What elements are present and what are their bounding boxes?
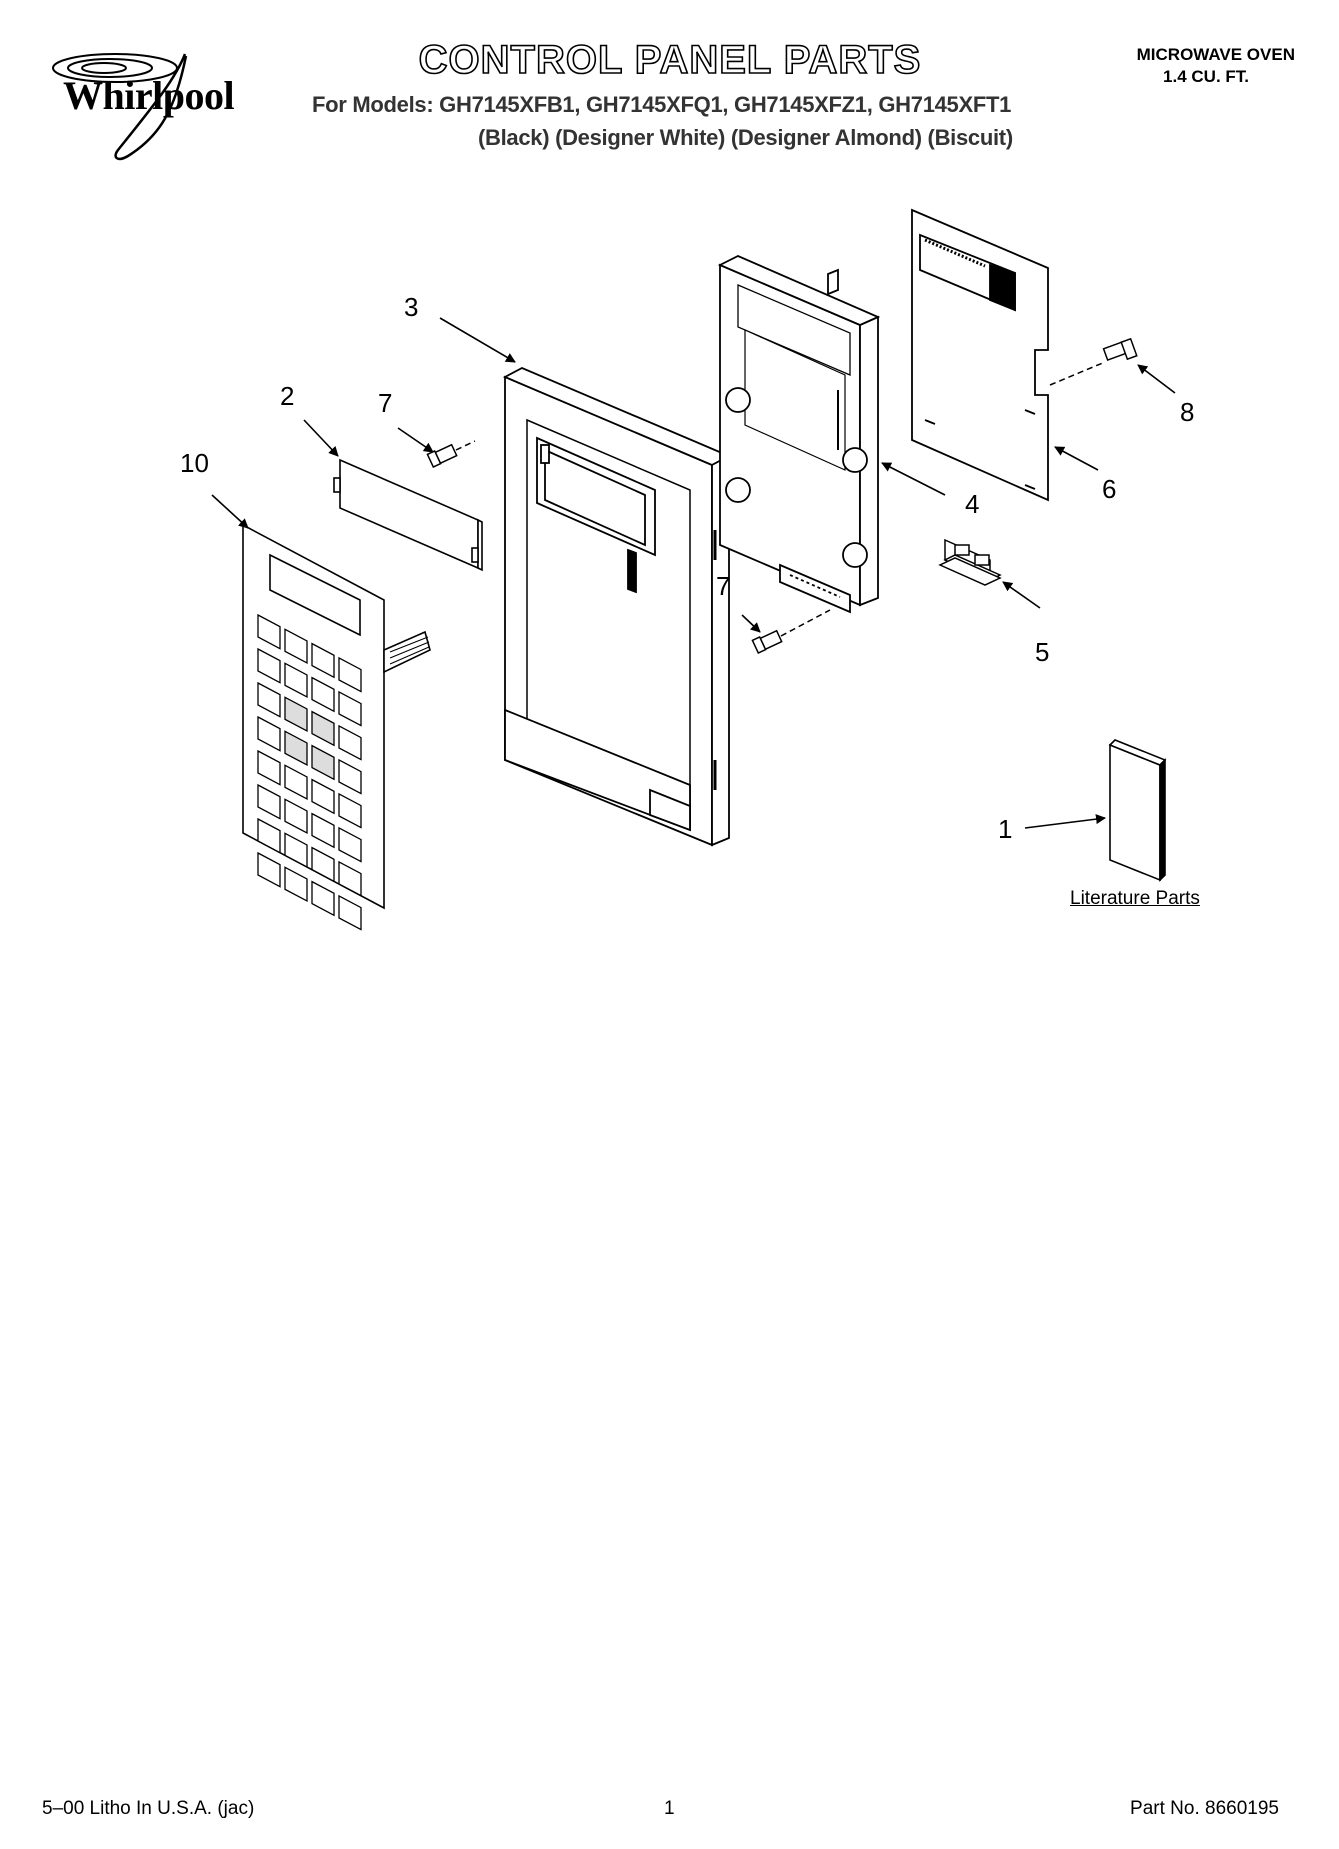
keypad-key <box>338 894 362 931</box>
callout-2: 2 <box>280 381 294 411</box>
callout-7-upper: 7 <box>378 388 392 418</box>
keypad-key <box>338 826 362 863</box>
keypad-key <box>338 758 362 795</box>
literature-parts-label: Literature Parts <box>1070 888 1200 909</box>
keypad-key <box>284 798 308 835</box>
keypad-key <box>311 778 335 815</box>
callout-5: 5 <box>1035 637 1049 667</box>
keypad-key <box>284 730 308 767</box>
callout-8: 8 <box>1180 397 1194 427</box>
whirlpool-swirl-icon <box>52 53 188 161</box>
keypad-key <box>338 690 362 727</box>
literature-booklet-part <box>1108 739 1167 882</box>
leader-lines <box>211 317 1176 829</box>
circuit-board-part <box>911 208 1049 502</box>
keypad-key <box>338 792 362 829</box>
keypad-key <box>284 866 308 903</box>
callout-10: 10 <box>180 448 209 478</box>
keypad-key <box>257 613 281 650</box>
bracket-part <box>938 538 1002 586</box>
screw-part-upper <box>426 440 476 469</box>
board-screw-part <box>1049 337 1138 386</box>
keypad-key <box>284 764 308 801</box>
keypad-key <box>257 715 281 752</box>
brand-logo: Whirlpool <box>63 73 235 118</box>
keypad-key <box>284 696 308 733</box>
control-panel-frame-part <box>502 367 732 847</box>
keypad-key <box>257 647 281 684</box>
keypad-key <box>311 880 335 917</box>
keypad-key <box>311 642 335 679</box>
keypad-key <box>338 724 362 761</box>
keypad-key <box>257 783 281 820</box>
keypad-key <box>257 851 281 888</box>
control-housing-part <box>717 255 881 614</box>
keypad-membrane-part <box>242 523 431 931</box>
keypad-key <box>284 832 308 869</box>
callout-4: 4 <box>965 489 979 519</box>
keypad-key <box>311 744 335 781</box>
page-title: CONTROL PANEL PARTS <box>418 37 922 83</box>
keypad-key <box>338 860 362 897</box>
keypad-key <box>311 676 335 713</box>
keypad-key <box>257 817 281 854</box>
keypad-key <box>257 681 281 718</box>
keypad-key <box>338 656 362 693</box>
keypad-key <box>311 710 335 747</box>
keypad-key <box>257 749 281 786</box>
display-window-part <box>333 458 483 572</box>
product-type: MICROWAVE OVEN <box>1136 45 1295 64</box>
keypad-key <box>284 662 308 699</box>
keypad-key <box>284 628 308 665</box>
callout-1: 1 <box>998 814 1012 844</box>
callout-7-lower: 7 <box>716 571 730 601</box>
footer-page-number: 1 <box>664 1798 675 1819</box>
colors-line: (Black) (Designer White) (Designer Almon… <box>478 125 1013 150</box>
callout-6: 6 <box>1102 474 1116 504</box>
callout-3: 3 <box>404 292 418 322</box>
models-line: For Models: GH7145XFB1, GH7145XFQ1, GH71… <box>312 92 1012 117</box>
product-size: 1.4 CU. FT. <box>1163 67 1249 86</box>
footer-print-info: 5–00 Litho In U.S.A. (jac) <box>42 1798 255 1819</box>
keypad-key <box>311 812 335 849</box>
screw-part-lower <box>751 609 831 655</box>
keypad-key <box>311 846 335 883</box>
footer-part-number: Part No. 8660195 <box>1130 1798 1279 1819</box>
